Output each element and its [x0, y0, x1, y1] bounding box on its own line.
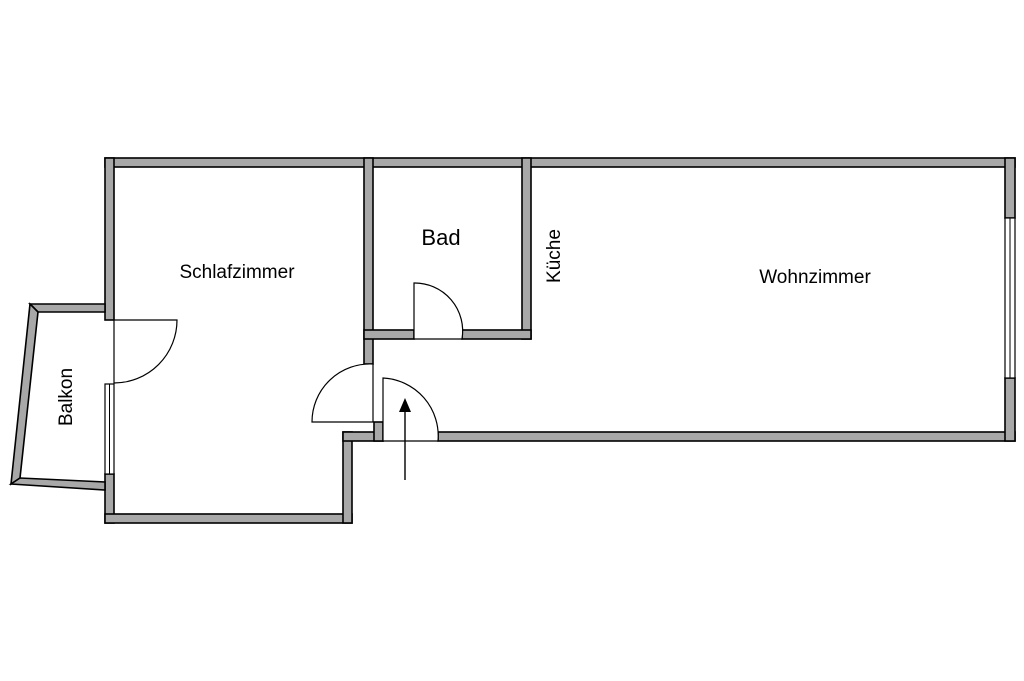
wall-top	[104, 157, 1016, 168]
balcony-rail-side	[10, 302, 39, 486]
wall-left-upper	[104, 157, 115, 321]
label-schlafzimmer: Schlafzimmer	[179, 262, 295, 283]
wall-bad-bottom-left	[363, 329, 415, 340]
label-bad: Bad	[421, 225, 460, 250]
room-labels: Schlafzimmer Bad Küche Wohnzimmer Balkon	[56, 225, 871, 426]
wall-living-bottom	[437, 431, 1016, 442]
wall-bad-kueche	[521, 157, 532, 340]
wall-bedroom-bottom	[104, 513, 353, 524]
label-balkon: Balkon	[56, 368, 77, 426]
door-balcony	[113, 319, 178, 384]
balcony	[8, 302, 115, 491]
wall-bedroom-right-lower	[342, 431, 353, 524]
wall-entrance-post	[373, 421, 384, 442]
door-entrance	[382, 377, 439, 442]
label-kueche: Küche	[544, 229, 565, 283]
entrance-arrow	[399, 398, 411, 480]
label-wohnzimmer: Wohnzimmer	[759, 267, 871, 288]
door-bad	[413, 282, 464, 340]
wall-right-upper	[1004, 157, 1016, 219]
door-schlafzimmer	[311, 363, 374, 423]
balcony-rail-bottom	[8, 477, 106, 491]
wall-bad-bottom-right	[461, 329, 532, 340]
doors	[113, 282, 464, 442]
balcony-rail-top	[28, 303, 106, 313]
outer-walls	[104, 157, 1016, 524]
entrance-arrow-head	[399, 398, 411, 412]
wall-right-lower	[1004, 377, 1016, 442]
window-living-room	[1004, 217, 1016, 379]
